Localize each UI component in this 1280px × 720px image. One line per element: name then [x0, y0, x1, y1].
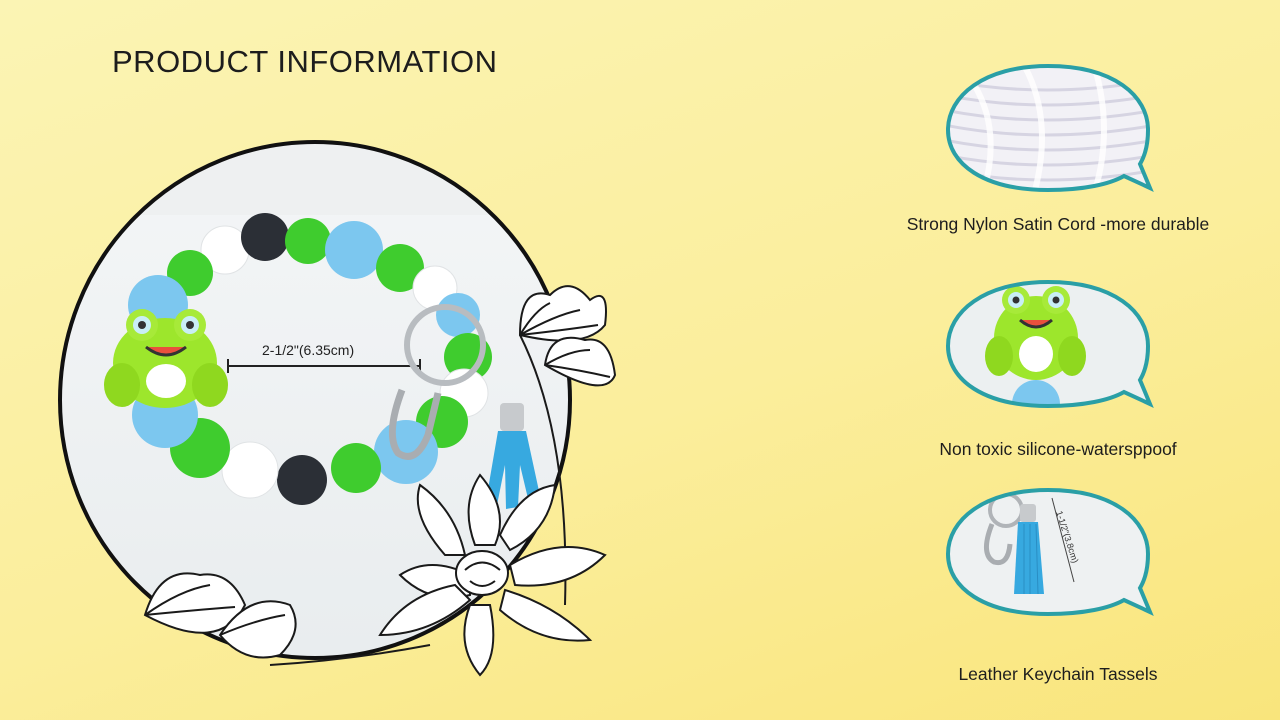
- feature-caption: Non toxic silicone-waterspроof: [939, 439, 1177, 459]
- frog-bead-icon: [104, 309, 228, 408]
- frog-silicone-bead-icon: [948, 282, 1150, 406]
- feature-caption: Leather Keychain Tassels: [958, 664, 1158, 684]
- ginkgo-leaf-decoration-icon: [143, 572, 431, 666]
- keychain-tassel-icon: [948, 490, 1150, 614]
- speech-bubble: 1-1/2"(3.8cm): [944, 484, 1156, 618]
- lotus-flower-decoration-icon: [378, 473, 607, 677]
- speech-bubble: [944, 276, 1156, 410]
- page-title: PRODUCT INFORMATION: [112, 44, 498, 79]
- hero-product-photo: 2-1/2"(6.35cm): [50, 135, 630, 695]
- tassel-icon: [486, 403, 542, 509]
- keyring-icon: [388, 304, 486, 460]
- ginkgo-flower-decoration-icon: [518, 285, 617, 606]
- feature-caption: Strong Nylon Satin Cord -more durable: [906, 214, 1210, 234]
- speech-bubble: [944, 60, 1156, 194]
- measurement-label: 2-1/2"(6.35cm): [262, 342, 354, 358]
